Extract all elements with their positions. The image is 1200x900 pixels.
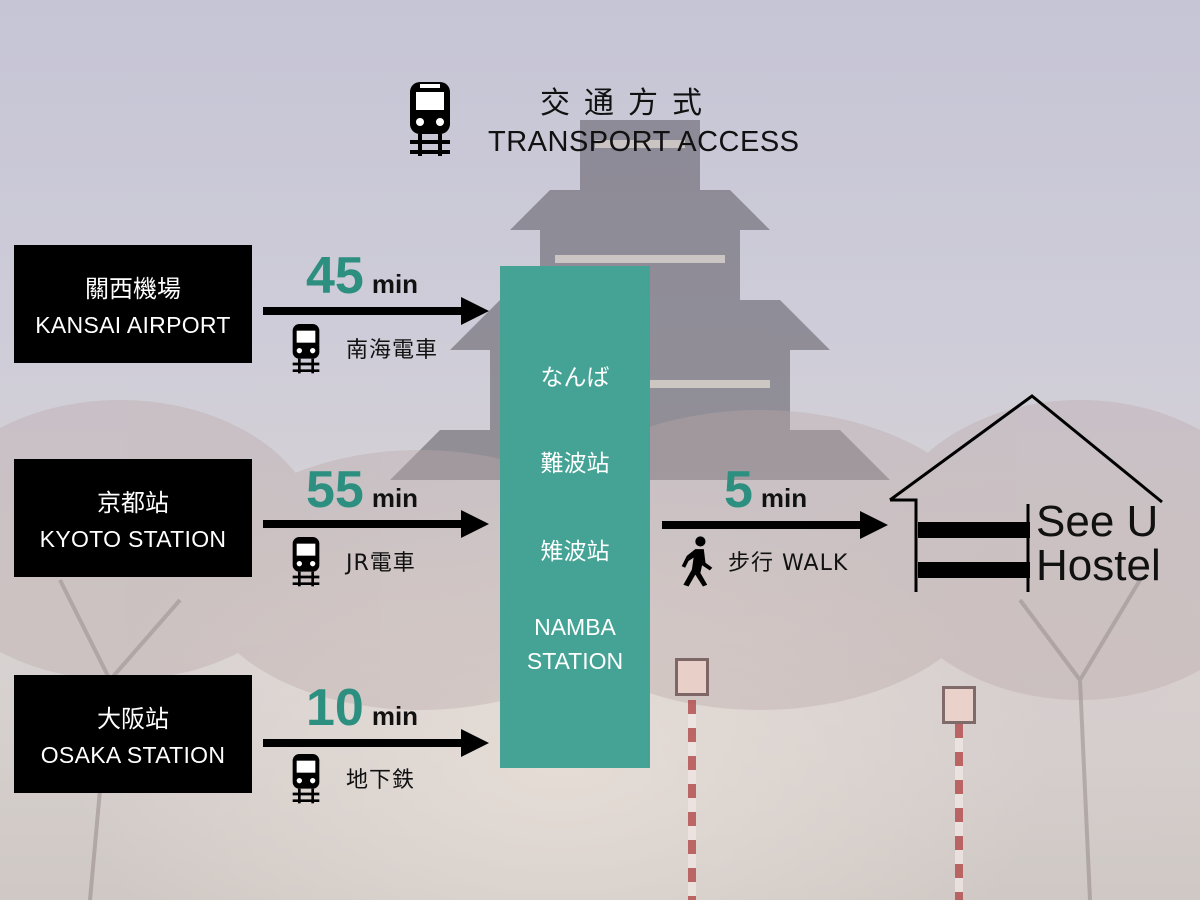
lantern-decoration: [942, 686, 976, 724]
travel-time-value: 55: [306, 461, 364, 519]
hub-name-en-line2: STATION: [526, 648, 624, 674]
hub-name-simplified: 雉波站: [540, 539, 610, 565]
namba-station-hub: なんば 難波站 雉波站 NAMBA STATION: [500, 266, 650, 768]
title-chinese: 交通方式: [540, 86, 716, 121]
origin-name-en: KANSAI AIRPORT: [35, 312, 231, 338]
hostel-name-line2: Hostel: [1036, 541, 1161, 590]
route-arrow: [263, 729, 489, 757]
transport-mode-label: JR電車: [346, 551, 416, 576]
lantern-decoration: [675, 658, 709, 696]
transport-mode: 地下鉄: [290, 750, 415, 806]
lantern-pole: [688, 700, 696, 900]
hostel-name-line1: See U: [1036, 497, 1159, 546]
route-arrow: [263, 297, 489, 325]
train-icon: [410, 82, 450, 156]
walk-mode: 步行 WALK: [680, 534, 848, 588]
walk-time-value: 5: [724, 461, 753, 519]
hostel-house-logo: [889, 394, 1163, 592]
walk-arrow: [662, 511, 888, 539]
travel-time-unit: min: [371, 269, 419, 299]
transport-mode-label: 地下鉄: [346, 768, 416, 793]
transport-mode-label: 南海電車: [346, 338, 439, 363]
walk-time-unit: min: [760, 483, 808, 513]
train-icon: [292, 754, 320, 804]
title-english: TRANSPORT ACCESS: [488, 126, 800, 158]
origin-name-cn: 關西機場: [85, 275, 181, 303]
hostel-name: See U Hostel: [1036, 500, 1161, 588]
transport-mode: 南海電車: [290, 320, 438, 376]
train-icon: [292, 537, 320, 587]
travel-time-value: 45: [306, 247, 364, 305]
transport-mode: JR電車: [290, 533, 416, 589]
origin-name-cn: 大阪站: [97, 705, 169, 733]
travel-time-unit: min: [371, 483, 419, 513]
lantern-pole: [955, 724, 963, 900]
origin-name-en: KYOTO STATION: [39, 526, 227, 552]
walking-person-icon: [681, 536, 713, 587]
hub-name-hiragana: なんば: [540, 365, 610, 391]
travel-time-unit: min: [371, 701, 419, 731]
origin-name-cn: 京都站: [97, 489, 169, 517]
origin-name-en: OSAKA STATION: [40, 742, 226, 768]
hub-name-traditional: 難波站: [540, 451, 610, 477]
train-icon: [292, 324, 320, 374]
origin-kyoto-station: 京都站 KYOTO STATION: [14, 459, 252, 577]
hub-name-en-line1: NAMBA: [534, 614, 616, 640]
origin-osaka-station: 大阪站 OSAKA STATION: [14, 675, 252, 793]
walk-mode-label: 步行 WALK: [728, 551, 849, 576]
route-arrow: [263, 510, 489, 538]
travel-time-value: 10: [306, 679, 364, 737]
origin-kansai-airport: 關西機場 KANSAI AIRPORT: [14, 245, 252, 363]
